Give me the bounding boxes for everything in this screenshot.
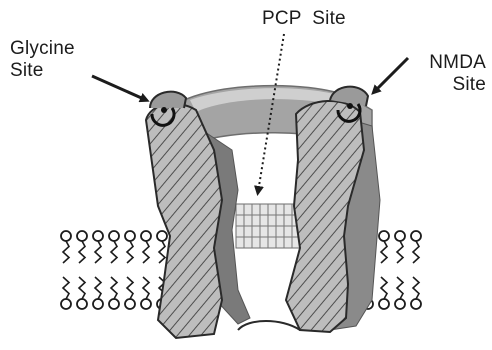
nmda-site-label: NMDA Site [418,52,486,96]
lipid-head [379,299,389,309]
lipid-tail [381,277,387,299]
lipid-head [61,299,71,309]
lipid-head [109,231,119,241]
pcp-label-text: PCP Site [262,8,346,29]
glycine-label-line1: Glycine [10,38,82,60]
nmda-label-line2: Site [418,74,486,96]
lipid-tail [397,241,403,263]
glycine-pointer-arrow [92,76,146,100]
lipid-head [77,231,87,241]
channel-pore [236,204,300,248]
lipid-head [77,299,87,309]
lipid-head [395,231,405,241]
lipid-head [379,231,389,241]
lipid-head [125,231,135,241]
glycine-label-line2: Site [10,60,82,82]
lipid-tail [79,241,85,263]
lipid-head [61,231,71,241]
lipid-tail [127,241,133,263]
lipid-tail [63,277,69,299]
lipid-tail [63,241,69,263]
glycine-site-label: Glycine Site [10,38,82,82]
lipid-tail [413,277,419,299]
lipid-tail [143,277,149,299]
lipid-tail [95,241,101,263]
nmda-pointer-arrow [374,58,408,92]
lipid-tail [111,277,117,299]
lipid-tail [381,241,387,263]
lipid-tail [397,277,403,299]
nmda-label-line1: NMDA [418,52,486,74]
pcp-site-label: PCP Site [262,8,346,30]
lipid-tail [111,241,117,263]
lipid-head [157,231,167,241]
lipid-tail [95,277,101,299]
lipid-head [411,231,421,241]
lipid-tail [143,241,149,263]
lipid-head [141,299,151,309]
lipid-tail [79,277,85,299]
lipid-head [411,299,421,309]
lipid-head [395,299,405,309]
lipid-tail [127,277,133,299]
lipid-head [93,299,103,309]
intracellular-loop [238,321,300,330]
lipid-head [141,231,151,241]
lipid-head [109,299,119,309]
lipid-tail [159,241,165,263]
lipid-head [93,231,103,241]
lipid-head [125,299,135,309]
lipid-tail [413,241,419,263]
